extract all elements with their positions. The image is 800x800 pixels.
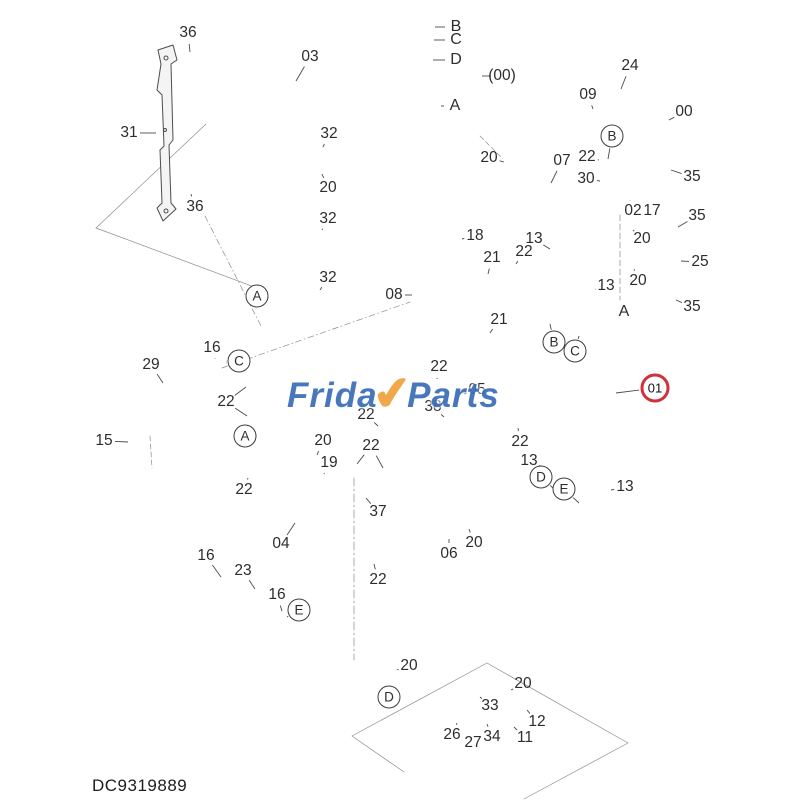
part-label-22: 22 <box>511 433 529 450</box>
part-label-20: 20 <box>465 534 483 551</box>
part-label-(00): (00) <box>488 67 516 84</box>
part-label-20: 20 <box>314 432 332 449</box>
ref-circle-C: C <box>563 339 587 363</box>
ref-letter-A: A <box>618 303 630 320</box>
watermark-text-left: Frida <box>287 376 378 415</box>
part-label-21: 21 <box>483 249 501 266</box>
part-label-12: 12 <box>528 713 546 730</box>
part-label-36: 36 <box>179 24 197 41</box>
part-label-22: 22 <box>235 481 253 498</box>
part-label-37: 37 <box>369 503 387 520</box>
ref-letter-C: C <box>450 31 462 48</box>
part-label-35: 35 <box>683 168 701 185</box>
part-label-13: 13 <box>525 230 543 247</box>
part-label-22: 22 <box>430 358 448 375</box>
drawing-code: DC9319889 <box>92 776 188 795</box>
ref-circle-E: E <box>552 477 576 501</box>
part-label-08: 08 <box>385 286 403 303</box>
part-label-16: 16 <box>197 547 215 564</box>
watermark: Frida ✔ Parts <box>287 365 500 423</box>
part-label-15: 15 <box>95 432 113 449</box>
part-label-02: 02 <box>624 202 642 219</box>
ref-circle-D: D <box>529 465 553 489</box>
part-label-26: 26 <box>443 726 461 743</box>
part-label-20: 20 <box>629 272 647 289</box>
part-label-20: 20 <box>633 230 651 247</box>
part-label-20: 20 <box>400 657 418 674</box>
ref-circle-B: B <box>600 124 624 148</box>
part-label-06: 06 <box>440 545 458 562</box>
part-label-24: 24 <box>621 57 639 74</box>
part-label-09: 09 <box>579 86 597 103</box>
part-label-22: 22 <box>357 406 375 423</box>
part-label-22: 22 <box>369 571 387 588</box>
part-label-19: 19 <box>320 454 338 471</box>
part-label-07: 07 <box>553 152 571 169</box>
watermark-check-icon: ✔ <box>369 365 415 421</box>
ref-circle-C: C <box>227 349 251 373</box>
ref-circle-B: B <box>542 330 566 354</box>
part-highlight-01: 01 <box>640 373 670 403</box>
part-label-32: 32 <box>319 210 337 227</box>
part-label-13: 13 <box>597 277 615 294</box>
part-label-35: 35 <box>683 298 701 315</box>
part-label-17: 17 <box>643 202 661 219</box>
part-label-23: 23 <box>234 562 252 579</box>
ref-circle-A: A <box>245 284 269 308</box>
part-label-20: 20 <box>319 179 337 196</box>
part-label-00: 00 <box>675 103 693 120</box>
part-label-29: 29 <box>142 356 160 373</box>
ref-circle-D: D <box>377 685 401 709</box>
part-label-22: 22 <box>515 243 533 260</box>
part-label-11: 11 <box>516 729 534 746</box>
ref-circle-E: E <box>287 598 311 622</box>
part-label-31: 31 <box>120 124 138 141</box>
part-label-22: 22 <box>578 148 596 165</box>
ref-letter-B: B <box>450 18 462 35</box>
part-label-30: 30 <box>577 170 595 187</box>
part-label-32: 32 <box>320 125 338 142</box>
part-label-13: 13 <box>616 478 634 495</box>
part-label-16: 16 <box>268 586 286 603</box>
part-label-03: 03 <box>301 48 319 65</box>
part-label-32: 32 <box>319 269 337 286</box>
part-label-05: 05 <box>468 381 486 398</box>
part-label-27: 27 <box>464 734 482 751</box>
watermark-text-right: Parts <box>407 376 500 415</box>
ref-letter-A: A <box>449 97 461 114</box>
part-label-22: 22 <box>362 437 380 454</box>
part-label-20: 20 <box>480 149 498 166</box>
ref-circle-A: A <box>233 424 257 448</box>
part-label-34: 34 <box>483 728 501 745</box>
part-label-36: 36 <box>186 198 204 215</box>
part-label-13: 13 <box>520 452 538 469</box>
part-label-22: 22 <box>217 393 235 410</box>
part-label-21: 21 <box>490 311 508 328</box>
ref-letter-D: D <box>450 51 462 68</box>
part-label-33: 33 <box>481 697 499 714</box>
part-label-18: 18 <box>466 227 484 244</box>
part-label-38: 38 <box>424 398 442 415</box>
part-label-25: 25 <box>691 253 709 270</box>
part-label-16: 16 <box>203 339 221 356</box>
part-label-35: 35 <box>688 207 706 224</box>
part-label-04: 04 <box>272 535 290 552</box>
part-label-20: 20 <box>514 675 532 692</box>
